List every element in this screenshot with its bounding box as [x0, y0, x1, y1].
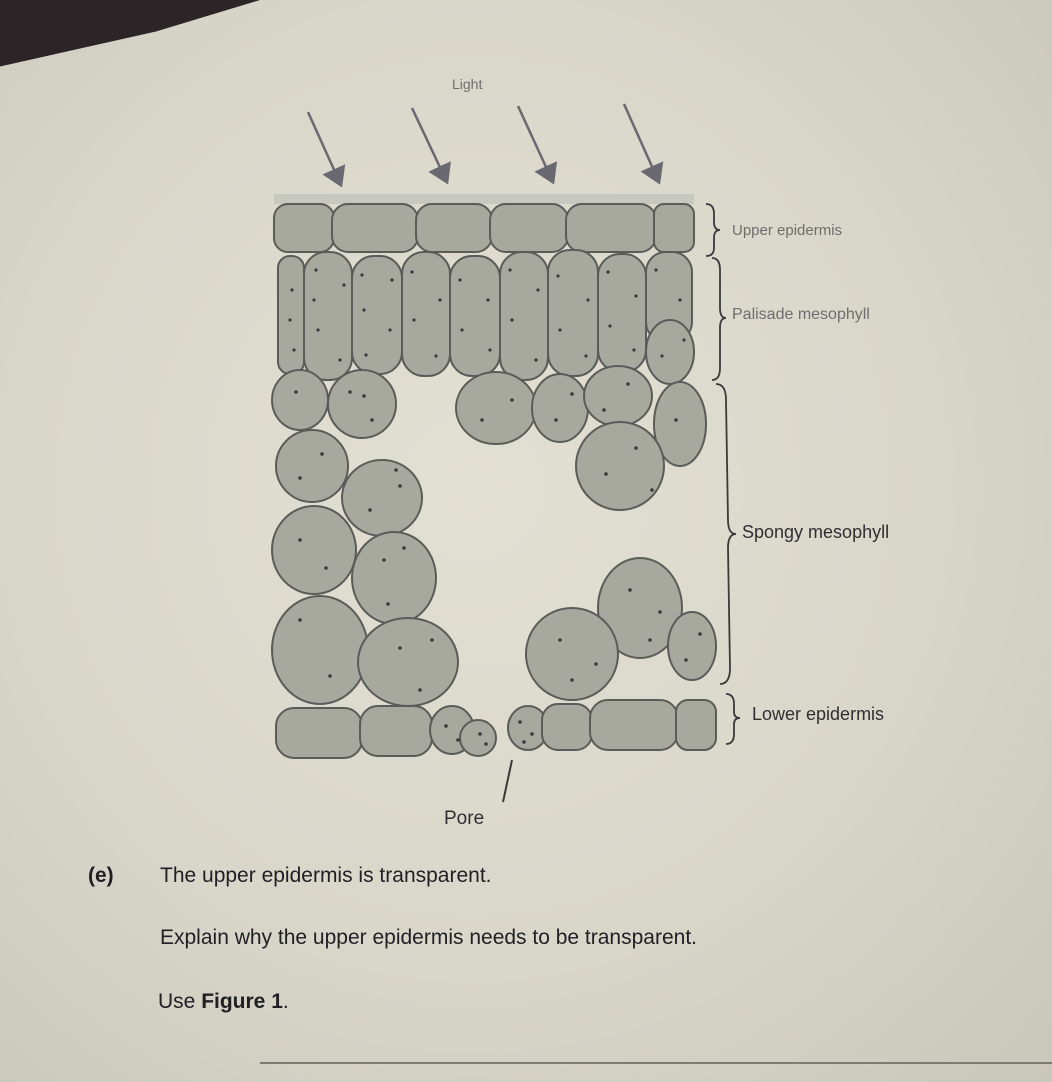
guard-cell-chloroplasts	[444, 720, 534, 746]
spongy-mesophyll-label: Spongy mesophyll	[742, 522, 890, 542]
palisade-mesophyll-label: Palisade mesophyll	[732, 306, 870, 323]
lower-epidermis-layer	[275, 699, 717, 759]
pore-label: Pore	[444, 808, 485, 829]
figure-reference: Figure 1	[201, 990, 283, 1013]
label-braces	[705, 203, 741, 745]
light-arrow	[410, 107, 451, 185]
spongy-cells	[271, 365, 717, 707]
light-arrow	[516, 105, 558, 185]
brace-lower-epidermis	[725, 693, 741, 745]
brace-upper-epidermis	[705, 203, 721, 257]
spongy-chloroplasts	[294, 382, 702, 692]
question-hint: Use Figure 1.	[158, 990, 289, 1013]
upper-epidermis-label: Upper epidermis	[732, 222, 843, 239]
upper-epidermis-layer	[273, 194, 695, 253]
light-label: Light	[452, 76, 483, 92]
question-part: (e)	[88, 864, 114, 887]
brace-spongy	[715, 383, 737, 685]
palisade-layer	[277, 249, 695, 385]
pore-pointer	[502, 759, 513, 803]
question-statement: The upper epidermis is transparent.	[160, 864, 492, 887]
lower-epidermis-label: Lower epidermis	[752, 704, 885, 724]
question-instruction: Explain why the upper epidermis needs to…	[160, 926, 697, 949]
light-arrow	[622, 103, 664, 185]
light-arrows	[306, 103, 664, 188]
answer-line	[260, 1062, 1052, 1064]
light-arrow	[306, 111, 346, 188]
brace-palisade	[711, 257, 727, 381]
palisade-chloroplasts	[288, 268, 686, 362]
